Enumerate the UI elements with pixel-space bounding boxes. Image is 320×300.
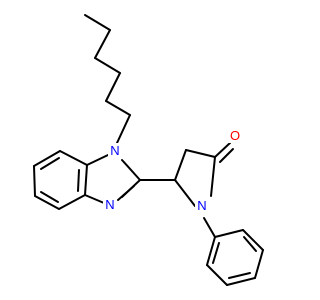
atom-label-n-amide: N (197, 198, 206, 213)
bond-benzo-double-3 (40, 157, 60, 170)
bond-chain-4 (105, 72, 121, 102)
bond-imid-1 (86, 154, 109, 166)
bond-phenyl-4 (226, 277, 256, 286)
bond-benzo-5 (33, 150, 61, 167)
bond-phenyl-6 (206, 236, 216, 266)
bond-imid-double (117, 185, 135, 201)
bond-phenyl-double-2 (228, 272, 251, 279)
atom-label-o-carbonyl: O (230, 128, 240, 143)
bond-phenyl-5 (206, 264, 228, 286)
bond-benzo-6 (59, 150, 88, 166)
bond-benzo-4 (33, 165, 36, 197)
bond-imid-2 (121, 159, 141, 181)
hexyl-chain (84, 14, 131, 144)
atom-label-n-top: N (110, 143, 119, 158)
bond-chain-1 (84, 14, 111, 31)
bond-chain-2 (94, 29, 111, 59)
imidazole-ring (84, 154, 141, 204)
benzo-ring (33, 150, 88, 210)
bond-pyr-2 (185, 149, 216, 158)
bond-n-phenyl (203, 217, 216, 238)
bond-benzo-3 (34, 195, 60, 210)
bond-benzo-double-1 (77, 169, 80, 192)
bond-carbonyl-1 (214, 142, 231, 158)
bond-chain-3 (94, 57, 121, 74)
bond-pyr-3 (210, 156, 216, 197)
bond-phenyl-2 (242, 229, 264, 251)
bond-pyr-4 (174, 179, 196, 207)
bond-chain-6 (116, 114, 131, 144)
bond-chain-5 (105, 100, 131, 116)
chemical-structure-diagram: N N N O (33, 14, 264, 286)
bond-phenyl-double-3 (212, 242, 220, 264)
atom-label-n-bottom: N (105, 197, 114, 212)
bond-phenyl-double-1 (243, 236, 257, 252)
bond-phenyl-1 (214, 229, 244, 238)
bond-carbonyl-2 (219, 148, 234, 163)
phenyl-ring (203, 217, 264, 286)
bond-benzo-2 (58, 194, 86, 210)
bond-benzo-double-2 (40, 191, 59, 203)
atom-labels: N N N O (103, 128, 242, 213)
pyrrolidinone-ring (174, 142, 234, 207)
bond-benzo-1 (84, 164, 88, 196)
bond-imid-4 (84, 194, 105, 204)
bond-pyr-1 (174, 149, 187, 181)
bond-phenyl-3 (254, 249, 264, 279)
